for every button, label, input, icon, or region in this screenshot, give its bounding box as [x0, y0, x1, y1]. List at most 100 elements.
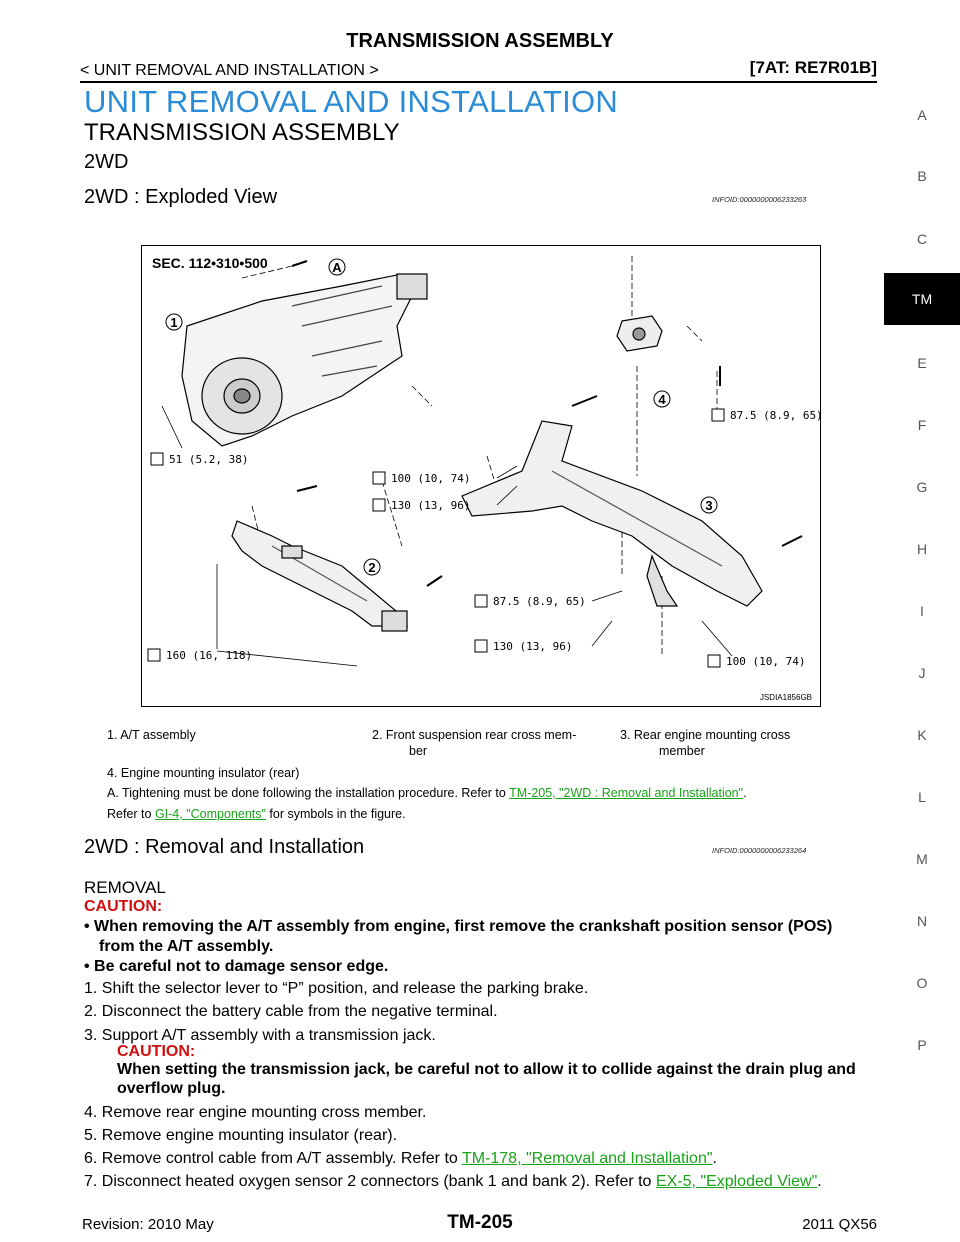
side-tab-g[interactable]: G [916, 479, 928, 495]
step-7-text: 7. Disconnect heated oxygen sensor 2 con… [84, 1173, 656, 1190]
side-tab-h[interactable]: H [916, 541, 928, 557]
legend-note-a: A. Tightening must be done following the… [107, 785, 747, 801]
refer-link[interactable]: GI-4, "Components" [154, 807, 266, 821]
removal-subheading: REMOVAL [84, 878, 166, 897]
torque-value: 160 (16, 118) [166, 649, 252, 662]
refer-suffix: for symbols in the figure. [265, 807, 406, 821]
torque-wrench-icon [474, 639, 488, 653]
step-6-period: . [712, 1150, 717, 1167]
torque-spec: 130 (13, 96) [474, 639, 572, 653]
torque-value: 130 (13, 96) [391, 499, 470, 512]
legend-refer-note: Refer to GI-4, "Components" for symbols … [107, 806, 406, 822]
caution-item-1-text: When removing the A/T assembly from engi… [94, 918, 833, 935]
callout-4: 4 [658, 392, 666, 407]
step-3-caution-text-cont: overflow plug. [117, 1080, 226, 1097]
side-tab-tm[interactable]: TM [884, 273, 960, 325]
caution-label: CAUTION: [84, 898, 163, 915]
legend-item-3-cont: member [659, 744, 705, 758]
step-2: 2. Disconnect the battery cable from the… [84, 1003, 498, 1020]
side-tab-f[interactable]: F [917, 417, 927, 433]
front-cross-member-part [231, 485, 443, 632]
step-3-caution-label: CAUTION: [117, 1043, 196, 1060]
torque-spec: 100 (10, 74) [372, 471, 470, 485]
torque-spec: 130 (13, 96) [372, 498, 470, 512]
torque-labels: 51 (5.2, 38) 100 (10, 74) 130 (13, 96) 8… [147, 408, 820, 668]
legend-item-2: 2. Front suspension rear cross mem- [372, 728, 577, 742]
callout-1: 1 [170, 315, 177, 330]
step-7-link[interactable]: EX-5, "Exploded View" [655, 1173, 818, 1190]
leader-lines [161, 405, 733, 667]
step-6: 6. Remove control cable from A/T assembl… [84, 1150, 717, 1168]
exploded-view-infoid: INFOID:0000000006233263 [712, 195, 807, 204]
torque-value: 100 (10, 74) [726, 655, 805, 668]
torque-spec: 87.5 (8.9, 65) [474, 594, 586, 608]
torque-wrench-icon [372, 471, 386, 485]
legend-item-3: 3. Rear engine mounting cross [620, 728, 791, 742]
legend-item-2-cont: ber [409, 744, 428, 758]
torque-value: 100 (10, 74) [391, 472, 470, 485]
model-code: [7AT: RE7R01B] [749, 58, 877, 77]
torque-wrench-icon [150, 452, 164, 466]
removal-installation-heading: 2WD : Removal and Installation [84, 836, 365, 858]
footer-page-number: TM-205 [447, 1212, 513, 1233]
torque-value: 87.5 (8.9, 65) [493, 595, 586, 608]
at-assembly-part [181, 260, 428, 447]
side-tab-j[interactable]: J [918, 665, 926, 681]
removal-infoid: INFOID:0000000006233264 [712, 846, 807, 855]
callout-3: 3 [705, 498, 712, 513]
refer-text: Refer to [107, 807, 155, 821]
side-tab-i[interactable]: I [920, 603, 924, 619]
side-tab-k[interactable]: K [917, 727, 927, 743]
side-tab-l[interactable]: L [918, 789, 926, 805]
caution-item-1-cont: from the A/T assembly. [99, 938, 274, 955]
note-a-text: A. Tightening must be done following the… [107, 786, 510, 800]
section-breadcrumb: < UNIT REMOVAL AND INSTALLATION > [80, 62, 379, 79]
torque-spec: 160 (16, 118) [147, 648, 252, 662]
torque-wrench-icon [147, 648, 161, 662]
torque-value: 51 (5.2, 38) [169, 453, 248, 466]
side-tab-n[interactable]: N [916, 913, 928, 929]
caution-item-2: • Be careful not to damage sensor edge. [84, 958, 389, 975]
side-tab-o[interactable]: O [916, 975, 928, 991]
side-tab-a[interactable]: A [917, 107, 927, 123]
exploded-view-diagram: SEC. 112•310•500 [147, 255, 820, 702]
legend-item-1: 1. A/T assembly [107, 728, 196, 742]
figure-image-id: JSDIA1856GB [760, 693, 812, 702]
exploded-view-figure: SEC. 112•310•500 [141, 245, 821, 707]
torque-spec: 87.5 (8.9, 65) [711, 408, 820, 422]
callout-markers: 1 2 3 4 A [165, 258, 718, 576]
side-tab-b[interactable]: B [917, 168, 927, 184]
note-a-link[interactable]: TM-205, "2WD : Removal and Installation" [509, 786, 744, 800]
torque-value: 87.5 (8.9, 65) [730, 409, 820, 422]
callout-2: 2 [368, 560, 375, 575]
step-3: 3. Support A/T assembly with a transmiss… [84, 1027, 436, 1044]
side-tab-p[interactable]: P [917, 1037, 927, 1053]
side-tab-c[interactable]: C [916, 231, 928, 247]
step-6-link[interactable]: TM-178, "Removal and Installation" [461, 1150, 713, 1167]
footer-revision: Revision: 2010 May [82, 1216, 214, 1233]
torque-wrench-icon [474, 594, 488, 608]
section-label: SEC. 112•310•500 [152, 255, 268, 271]
step-4: 4. Remove rear engine mounting cross mem… [84, 1104, 427, 1121]
section-heading: TRANSMISSION ASSEMBLY [84, 119, 400, 146]
chapter-heading: UNIT REMOVAL AND INSTALLATION [84, 84, 619, 119]
side-tab-m[interactable]: M [916, 851, 928, 867]
side-tab-e[interactable]: E [917, 355, 927, 371]
footer-model-year: 2011 QX56 [802, 1216, 877, 1233]
torque-wrench-icon [711, 408, 725, 422]
caution-item-2-text: Be careful not to damage sensor edge. [94, 958, 389, 975]
legend-item-4: 4. Engine mounting insulator (rear) [107, 766, 300, 780]
step-6-text: 6. Remove control cable from A/T assembl… [84, 1150, 462, 1167]
running-title: TRANSMISSION ASSEMBLY [346, 30, 614, 52]
caution-item-1: • When removing the A/T assembly from en… [84, 918, 833, 935]
torque-spec: 51 (5.2, 38) [150, 452, 248, 466]
rear-cross-member-part [461, 395, 803, 607]
subsection-heading: 2WD [84, 151, 129, 173]
step-7: 7. Disconnect heated oxygen sensor 2 con… [84, 1173, 822, 1191]
torque-wrench-icon [372, 498, 386, 512]
torque-wrench-icon [707, 654, 721, 668]
torque-value: 130 (13, 96) [493, 640, 572, 653]
step-3-caution-text: When setting the transmission jack, be c… [117, 1061, 856, 1078]
step-7-period: . [817, 1173, 822, 1190]
exploded-view-heading: 2WD : Exploded View [84, 186, 278, 208]
